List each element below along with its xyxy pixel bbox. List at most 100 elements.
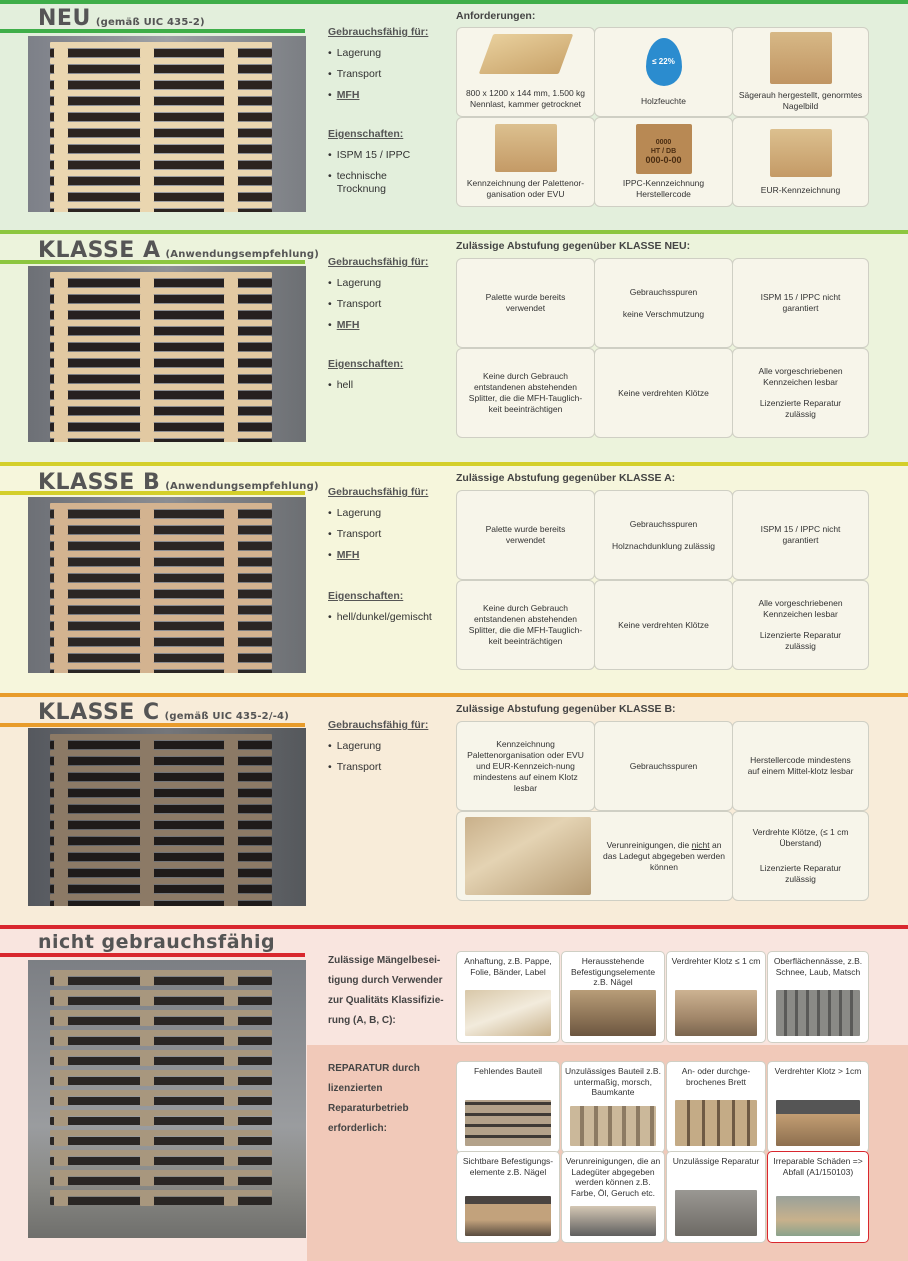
pallet-block <box>224 144 238 154</box>
defect-photo <box>675 1100 757 1146</box>
prop-item: ISPM 15 / IPPC <box>328 145 453 166</box>
pallet-gap <box>50 423 272 431</box>
pallet-gap <box>50 391 272 399</box>
pallet-board <box>50 798 272 804</box>
defect-photo <box>465 990 551 1036</box>
pallet-gap <box>50 885 272 893</box>
pallet-gap <box>50 343 272 351</box>
use-item: MFH <box>328 85 453 106</box>
pallet-block <box>140 884 154 894</box>
pallet-block <box>54 1036 68 1046</box>
pallet-board <box>50 42 272 48</box>
pallet-gap <box>50 1137 272 1145</box>
pallet-board <box>50 894 272 900</box>
pallet-block <box>140 1116 154 1126</box>
section-top-line <box>0 230 908 234</box>
pallet-block <box>54 509 68 519</box>
pallet-gap <box>50 311 272 319</box>
pallet-gap <box>50 542 272 550</box>
pallet-block <box>54 160 68 170</box>
pallet-board <box>50 432 272 438</box>
pallet-block <box>54 900 68 906</box>
section-top-line <box>0 462 908 466</box>
section-title: KLASSE C(gemäß UIC 435-2/-4) <box>38 700 289 725</box>
pallet-board <box>50 766 272 772</box>
pallet-stack-photo <box>28 266 306 442</box>
pallet-block <box>140 64 154 74</box>
pallet-board <box>50 1030 272 1036</box>
pallet-block <box>54 96 68 106</box>
defect-photo <box>570 990 656 1036</box>
pallet-block <box>54 144 68 154</box>
pallet-block <box>224 160 238 170</box>
pallet-block <box>224 342 238 352</box>
pallet-board <box>50 503 272 509</box>
pallet-gap <box>50 510 272 518</box>
pallet-block <box>54 80 68 90</box>
requirements-title: Zulässige Abstufung gegenüber KLASSE NEU… <box>456 240 691 252</box>
pallet-board <box>50 202 272 208</box>
pallet-gap <box>50 1077 272 1085</box>
use-item: Lagerung <box>328 503 453 524</box>
pallet-gap <box>50 49 272 57</box>
pallet-block <box>224 996 238 1006</box>
pallet-board <box>50 782 272 788</box>
pallet-block <box>224 820 238 830</box>
pallet-block <box>54 756 68 766</box>
pallet-block <box>224 374 238 384</box>
pallet-block <box>54 192 68 202</box>
pallet-block <box>140 788 154 798</box>
req-cell: Keine durch Gebrauch entstandenen absteh… <box>456 348 595 438</box>
pallet-block <box>54 342 68 352</box>
pallet-block <box>54 772 68 782</box>
pallet-block <box>224 557 238 567</box>
pallet-board <box>50 878 272 884</box>
pallet-board <box>50 567 272 573</box>
pallet-block <box>54 557 68 567</box>
pallet-block <box>54 836 68 846</box>
pallet-gap <box>50 901 272 906</box>
pallet-block <box>224 80 238 90</box>
pallet-block <box>54 637 68 647</box>
defect-photo <box>776 1100 860 1146</box>
pallet-gap <box>50 1017 272 1025</box>
pallet-block <box>54 422 68 432</box>
title-underline <box>0 29 305 33</box>
req-cell: Verunreinigungen, die nicht an das Ladeg… <box>456 811 733 901</box>
pallet-stack-photo <box>28 36 306 212</box>
title-underline <box>0 491 305 495</box>
req-cell: Herstellercode mindestens auf einem Mitt… <box>732 721 869 811</box>
req-cell: EUR-Kennzeichnung <box>732 117 869 207</box>
pallet-gap <box>50 837 272 845</box>
pallet-block <box>140 208 154 212</box>
pallet-block <box>54 406 68 416</box>
pallet-gap <box>50 375 272 383</box>
reparatur-text: erforderlich: <box>328 1123 387 1134</box>
req-cell: Palette wurde bereits verwendet <box>456 258 595 348</box>
pallet-block <box>54 390 68 400</box>
pallet-block <box>140 406 154 416</box>
pallet-block <box>224 868 238 878</box>
pallet-gap <box>50 821 272 829</box>
pallet-block <box>140 342 154 352</box>
pallet-block <box>224 1016 238 1026</box>
pallet-block <box>140 1176 154 1186</box>
pallet-board <box>50 631 272 637</box>
pallet-block <box>224 406 238 416</box>
req-cell: Kennzeichnung der Palettenor-ganisation … <box>456 117 595 207</box>
pallet-gap <box>50 590 272 598</box>
defect-card: Fehlendes Bauteil <box>456 1061 560 1153</box>
pallet-block <box>224 573 238 583</box>
pallet-board <box>50 519 272 525</box>
pallet-block <box>54 278 68 288</box>
pallet-block <box>224 358 238 368</box>
pallet-block <box>54 1156 68 1166</box>
section-klasse-a: KLASSE A(Anwendungsempfehlung) Gebrauchs… <box>0 230 908 462</box>
pallet-block <box>224 310 238 320</box>
pallet-board <box>50 750 272 756</box>
pallet-gap <box>50 161 272 169</box>
pallet-gap <box>50 97 272 105</box>
pallet-block <box>224 509 238 519</box>
pallet-block <box>224 192 238 202</box>
pallet-block <box>140 509 154 519</box>
